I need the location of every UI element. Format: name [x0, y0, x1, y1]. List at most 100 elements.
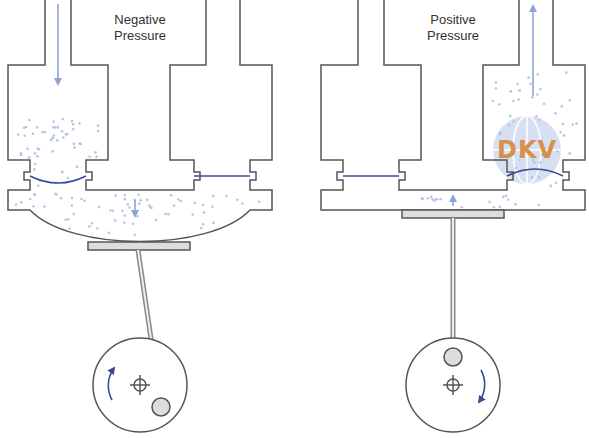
particle-dot [124, 198, 127, 201]
particle-dot [495, 81, 498, 84]
outlet-valve-open [507, 169, 563, 176]
particle-dot [180, 200, 183, 203]
outlet-valve-closed [194, 175, 250, 177]
particle-dot [568, 152, 571, 155]
particle-dot [241, 202, 244, 205]
particle-dot [535, 115, 538, 118]
particle-dot [225, 195, 228, 198]
particle-dot [518, 159, 521, 162]
particle-dot [203, 211, 206, 214]
particle-dot [531, 96, 534, 99]
particle-dot [505, 195, 508, 198]
particle-dot [568, 99, 571, 102]
particle-dot [491, 100, 494, 103]
particle-dot [78, 122, 81, 125]
particle-dot [493, 206, 496, 209]
particle-dot [421, 198, 424, 201]
particle-dot [57, 126, 60, 129]
particle-dot [26, 148, 29, 151]
particle-dot [193, 202, 196, 205]
particle-dot [498, 103, 501, 106]
particle-dot [28, 156, 31, 159]
particle-dot [167, 213, 170, 216]
particle-dot [202, 204, 205, 207]
particle-dot [73, 146, 76, 149]
particle-dot [137, 193, 140, 196]
particle-dot [97, 130, 100, 133]
particle-dot [33, 168, 36, 171]
particle-dot [518, 89, 521, 92]
particle-dot [23, 135, 26, 138]
particle-dot [555, 181, 558, 184]
particle-dot [461, 206, 464, 209]
particle-dot [73, 143, 76, 146]
particle-dot [536, 93, 539, 96]
particle-dot [512, 120, 515, 123]
state-label: Positive Pressure [417, 12, 489, 44]
particle-dot [96, 227, 99, 230]
particle-dot [66, 133, 69, 136]
inlet-valve-open [30, 176, 86, 183]
particle-dot [538, 119, 541, 122]
particle-dot [83, 200, 86, 203]
particle-dot [51, 137, 54, 140]
particle-dot [64, 218, 67, 221]
particle-dot [20, 201, 23, 204]
particle-dot [124, 214, 127, 217]
rotation-arrow [108, 368, 114, 400]
particle-dot [509, 115, 512, 118]
watermark-text: DKV [492, 142, 562, 158]
particle-dot [54, 193, 57, 196]
particle-dot [516, 83, 519, 86]
particle-dot [561, 105, 564, 108]
particle-dot [32, 205, 35, 208]
particle-dot [94, 151, 97, 154]
particle-dot [173, 204, 176, 207]
particle-dot [499, 206, 502, 209]
particle-dot [88, 225, 91, 228]
particle-dot [52, 137, 55, 140]
particle-dot [543, 103, 546, 106]
particle-dot [538, 204, 541, 207]
particle-dot [28, 119, 31, 122]
particle-dot [123, 221, 126, 224]
watermark-globe [493, 116, 561, 184]
particle-dot [150, 207, 153, 210]
particle-dot [559, 131, 562, 134]
particle-dot [132, 223, 135, 226]
particle-dot [514, 203, 517, 206]
particle-dot [61, 130, 64, 133]
particle-dot [539, 161, 542, 164]
particle-dot [55, 193, 58, 196]
particle-dot [533, 161, 536, 164]
particle-dot [127, 203, 130, 206]
particle-dot [211, 206, 214, 209]
particle-dot [50, 139, 53, 142]
particle-dot [52, 134, 55, 137]
particle-dot [95, 156, 98, 159]
particle-dot [139, 199, 142, 202]
particle-dot [136, 215, 139, 218]
particle-dot [33, 193, 36, 196]
particle-dot [34, 152, 37, 155]
particle-dot [61, 171, 64, 174]
particle-dot [15, 203, 18, 206]
particle-dot [508, 124, 511, 127]
particle-dot [439, 198, 442, 201]
flow-arrow [532, 6, 534, 96]
particle-dot [512, 100, 515, 103]
particle-dot [212, 222, 215, 225]
particle-dot [170, 194, 173, 197]
particle-dot [72, 213, 75, 216]
particle-dot [563, 134, 566, 137]
particle-dot [430, 196, 433, 199]
particle-dot [575, 122, 578, 125]
motion-arrow [134, 200, 136, 216]
particle-dot [51, 150, 54, 153]
particle-dot [421, 197, 424, 200]
particle-dot [56, 139, 59, 142]
particle-dot [507, 199, 510, 202]
particle-dot [44, 131, 47, 134]
particle-dot [114, 194, 117, 197]
